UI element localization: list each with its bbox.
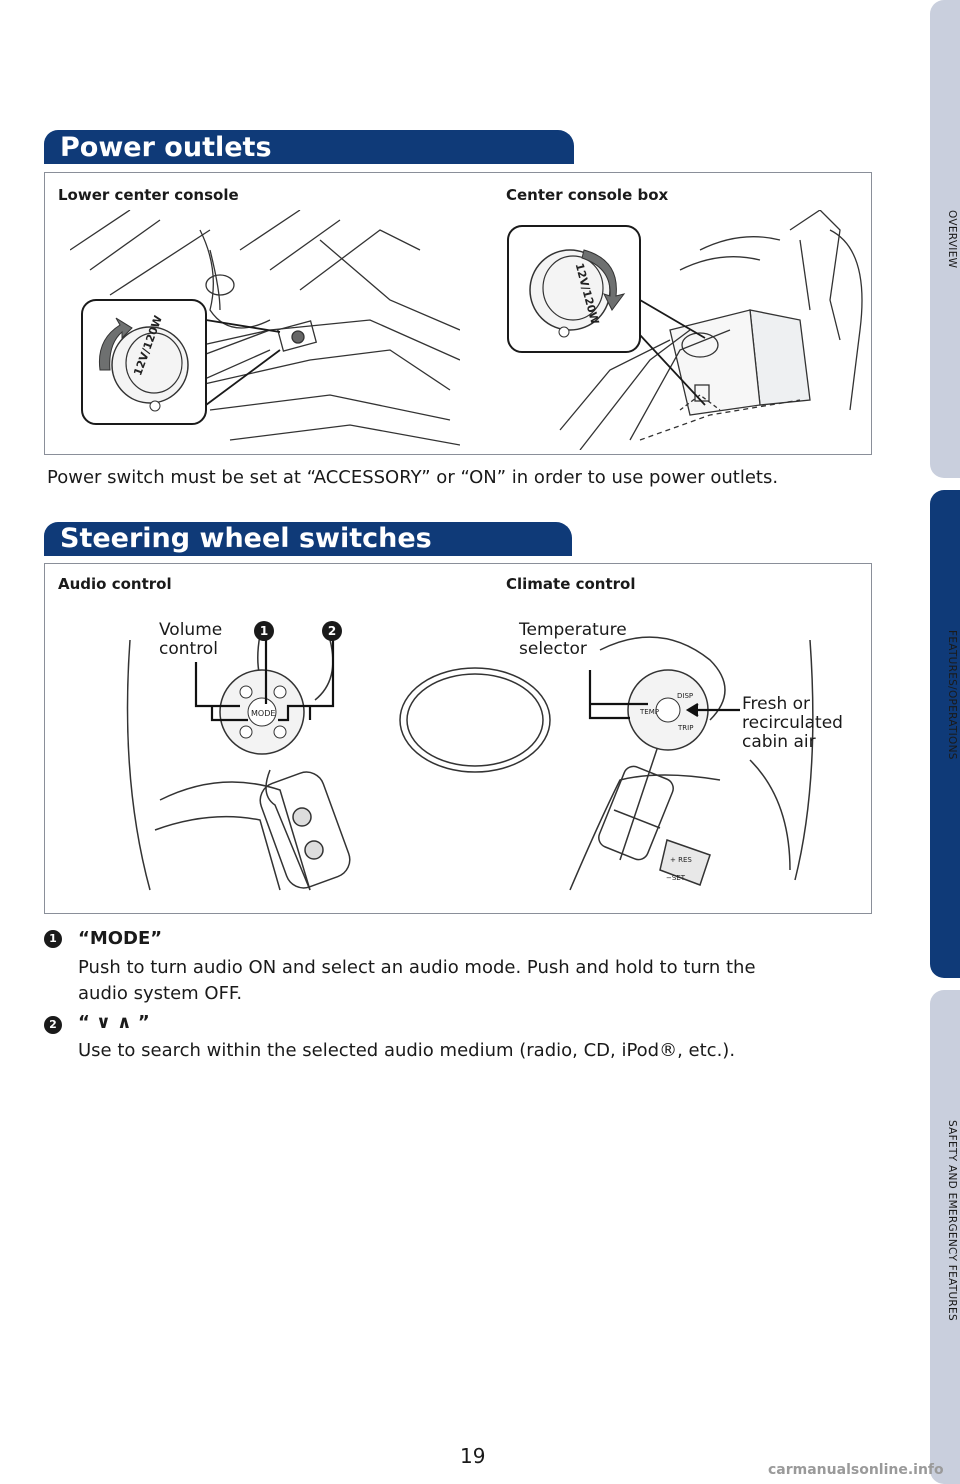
page-number: 19	[460, 1444, 485, 1468]
console-box-caption: Center console box	[506, 186, 668, 204]
side-tab-label-features: FEATURES/OPERATIONS	[942, 630, 958, 760]
item-1-line-2: audio system OFF.	[78, 983, 242, 1004]
climate-control-caption: Climate control	[506, 575, 636, 593]
temperature-selector-label: Temperature selector	[519, 621, 639, 659]
mode-button-label: MODE	[251, 709, 275, 718]
side-tab-label-overview: OVERVIEW	[942, 210, 958, 268]
fresh-air-label: Fresh or recirculated cabin air	[742, 695, 862, 752]
steering-title: Steering wheel switches	[60, 522, 432, 556]
lower-console-caption: Lower center console	[58, 186, 239, 204]
item-1-badge: 1	[44, 930, 62, 948]
disp-button-label: DISP	[677, 692, 693, 700]
item-2-heading: “ ∨ ∧ ”	[78, 1012, 150, 1033]
callout-badge-1: 1	[254, 621, 274, 641]
side-tab-label-safety: SAFETY AND EMERGENCY FEATURES	[942, 1120, 958, 1321]
power-outlets-title: Power outlets	[60, 131, 272, 165]
temp-button-label: TEMP	[639, 708, 659, 716]
audio-control-caption: Audio control	[58, 575, 172, 593]
item-2-line-1: Use to search within the selected audio …	[78, 1040, 735, 1061]
trip-button-label: TRIP	[677, 724, 693, 732]
volume-control-label: Volume control	[159, 621, 239, 659]
console-box-illustration: 12V/120W	[500, 210, 872, 450]
item-1-line-1: Push to turn audio ON and select an audi…	[78, 957, 756, 978]
res-switch-label: + RES	[670, 856, 692, 864]
item-2-badge: 2	[44, 1016, 62, 1034]
watermark: carmanualsonline.info	[768, 1462, 944, 1478]
lower-console-illustration: 12V/120W	[70, 210, 460, 450]
item-1-heading: “MODE”	[78, 928, 162, 949]
power-switch-note: Power switch must be set at “ACCESSORY” …	[47, 467, 778, 488]
set-switch-label: −SET	[666, 874, 686, 882]
callout-badge-2: 2	[322, 621, 342, 641]
